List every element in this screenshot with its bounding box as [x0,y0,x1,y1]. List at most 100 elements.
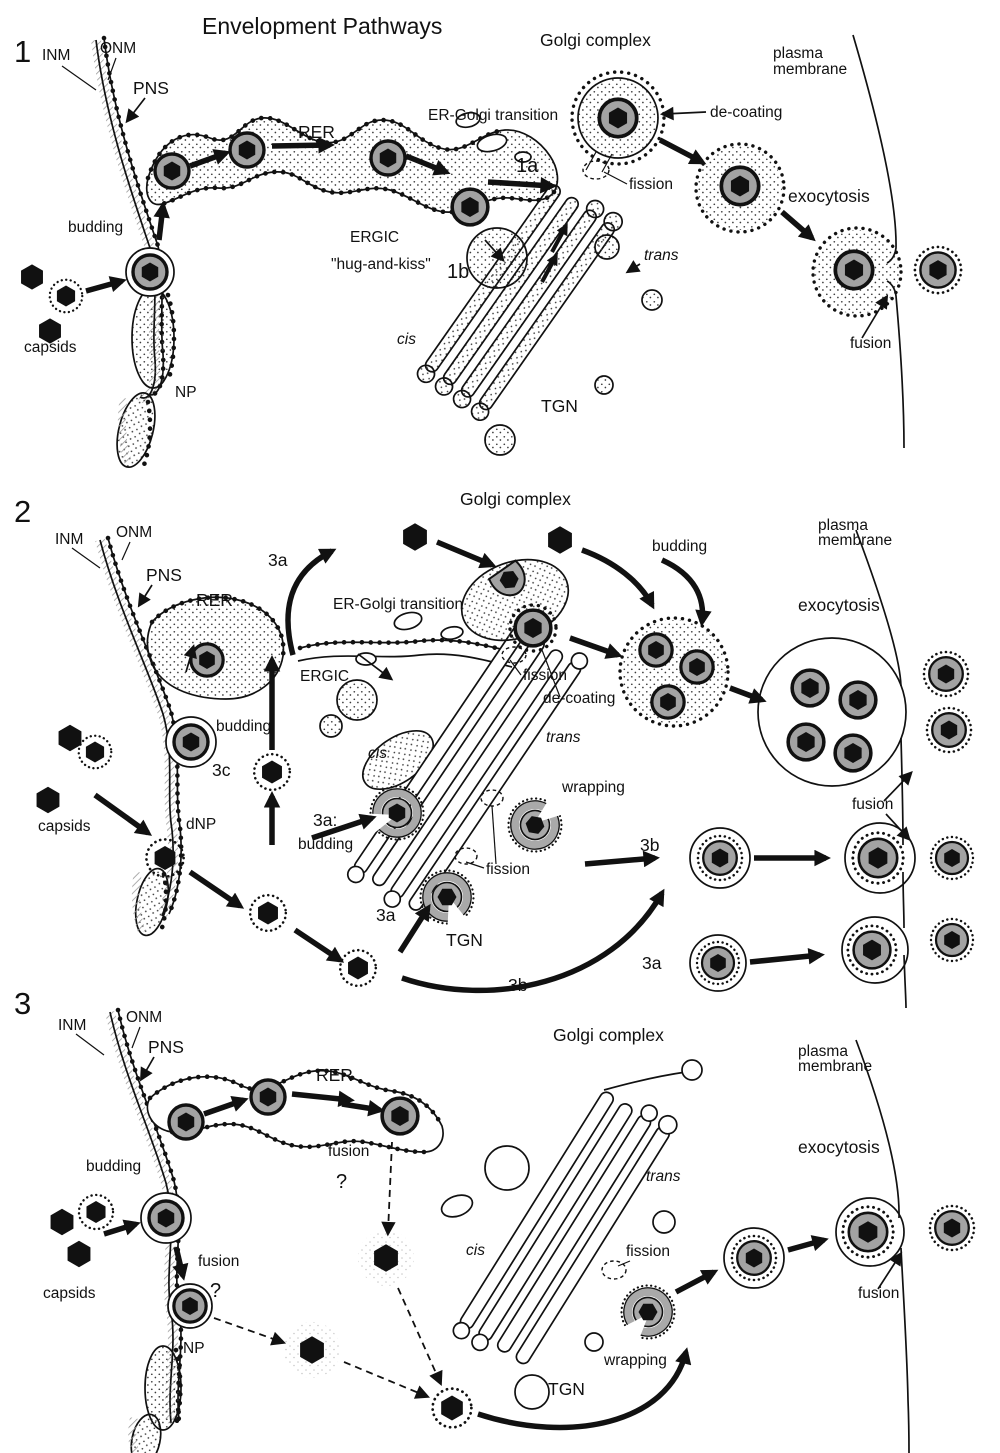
p1-label-fission: fission [629,176,673,193]
p3-nuclear-envelope [105,1007,213,1453]
p3-label-onm: ONM [126,1009,162,1026]
panel-2: 2 Golgi complex INM ONM PNS RER 3a ER-Go… [14,489,975,1009]
p3-label-fission: fission [626,1243,670,1260]
p1-label-step-1a: 1a [516,155,539,177]
p2-label-exocytosis: exocytosis [798,595,880,615]
p2-golgi-apex [460,558,570,664]
p3-label-pns: PNS [148,1037,184,1057]
figure-title: Envelopment Pathways [202,13,443,39]
p2-top-capsids [403,523,572,554]
p3-label-fusion-inm: fusion [198,1253,239,1270]
p2-label-de-coating: de-coating [543,690,615,707]
p2-label-ergic: ERGIC [300,668,349,685]
p3-rer [146,1068,445,1155]
p2-label-step-3a-up: 3a [268,550,288,570]
p3-label-cis: cis [466,1242,485,1259]
p1-golgi-stack [416,184,624,422]
p1-label-capsids: capsids [24,339,77,356]
p2-label-step-3b-right: 3b [640,835,659,855]
p1-golgi-decoating-vesicle [570,70,666,180]
p2-label-pns: PNS [146,565,182,585]
p3-label-question-inm: ? [210,1280,221,1302]
p2-panel-number: 2 [14,494,31,529]
p2-label-onm: ONM [116,524,152,541]
p2-label-step-3a-colon: 3a: [313,810,337,830]
p3-exocytosis-vesicles [723,1197,976,1289]
p2-rer [146,595,286,700]
p3-capsids [50,1193,115,1268]
p1-label-hug-and-kiss: "hug-and-kiss" [331,256,431,273]
p2-label-rer: RER [196,590,233,610]
p2-label-step-3a-tgn: 3a [376,905,396,925]
p3-label-tgn: TGN [548,1379,585,1399]
p2-exocytosis-vesicles [618,616,973,787]
p2-golgi-stack [346,624,589,911]
p2-label-capsids: capsids [38,818,91,835]
p2-ergic-vesicles [319,679,378,738]
p1-tgn-vesicles [484,234,663,456]
p1-label-fusion: fusion [850,335,891,352]
p2-label-fission-golgi: fission [523,667,567,684]
p1-label-pns: PNS [133,78,169,98]
p2-label-plasma: plasma [818,517,868,534]
p3-label-fusion-pm: fusion [858,1285,899,1302]
p1-nuclear-envelope [91,35,177,468]
p1-er-golgi-transition-vesicles [455,111,532,163]
p1-label-plasma: plasma [773,45,823,62]
p2-label-step-3a-bottom: 3a [642,953,662,973]
p1-label-ergic: ERGIC [350,229,399,246]
p2-label-wrapping: wrapping [561,779,625,796]
p3-label-fusion-rer: fusion [328,1143,369,1160]
p1-label-golgi-complex: Golgi complex [540,30,651,50]
p2-label-step-3c: 3c [212,760,231,780]
p3-label-np: NP [183,1340,205,1357]
p2-label-dnp: dNP [186,816,216,833]
p2-label-budding-inm: budding [216,718,271,735]
p2-label-trans: trans [546,729,581,746]
p1-label-er-golgi-transition: ER-Golgi transition [428,107,558,124]
p3-label-membrane: membrane [798,1058,872,1075]
p2-er-golgi-transition [297,611,517,681]
p1-label-de-coating: de-coating [710,104,782,121]
panel-1: 1 INM ONM PNS RER ER-Golgi transition Go… [14,30,963,468]
p1-panel-number: 1 [14,34,31,69]
p2-pathway-arrows [93,539,913,994]
p2-label-cis: cis [368,745,387,762]
p1-label-inm: INM [42,47,70,64]
p3-label-budding: budding [86,1158,141,1175]
p1-label-trans: trans [644,247,679,264]
p3-labels: 3 INM ONM PNS RER Golgi complex plasma m… [14,986,899,1399]
p3-golgi-stack [440,1059,703,1410]
p1-label-exocytosis: exocytosis [788,186,870,206]
p3-label-rer: RER [316,1065,353,1085]
p3-panel-number: 3 [14,986,31,1021]
p3-label-plasma: plasma [798,1043,848,1060]
p3-label-trans: trans [646,1168,681,1185]
p2-label-fission-tgn: fission [486,861,530,878]
p1-label-np: NP [175,384,197,401]
p3-pathway-arrows [103,1090,903,1431]
p1-label-onm: ONM [100,40,136,57]
p2-label-fusion: fusion [852,796,893,813]
p1-pathway-arrows [85,136,816,294]
p3-label-inm: INM [58,1017,86,1034]
p3-ghost-capsids [284,1230,473,1429]
p3-label-golgi-complex: Golgi complex [553,1025,664,1045]
p2-labels: 2 Golgi complex INM ONM PNS RER 3a ER-Go… [14,489,893,995]
p3-label-capsids: capsids [43,1285,96,1302]
p2-label-tgn: TGN [446,930,483,950]
p3-plasma-membrane [855,1039,910,1453]
p1-label-step-1b: 1b [447,261,469,283]
p2-label-inm: INM [55,531,83,548]
p2-label-budding-top: budding [652,538,707,555]
p2-tgn-products [689,822,975,992]
p1-label-rer: RER [298,122,335,142]
p1-capsids [21,264,84,344]
p1-transport-vesicles [694,142,963,318]
p2-label-golgi-complex: Golgi complex [460,489,571,509]
p2-label-budding-3a: budding [298,836,353,853]
p1-plasma-membrane [852,34,905,449]
panel-3: 3 INM ONM PNS RER Golgi complex plasma m… [14,986,976,1453]
